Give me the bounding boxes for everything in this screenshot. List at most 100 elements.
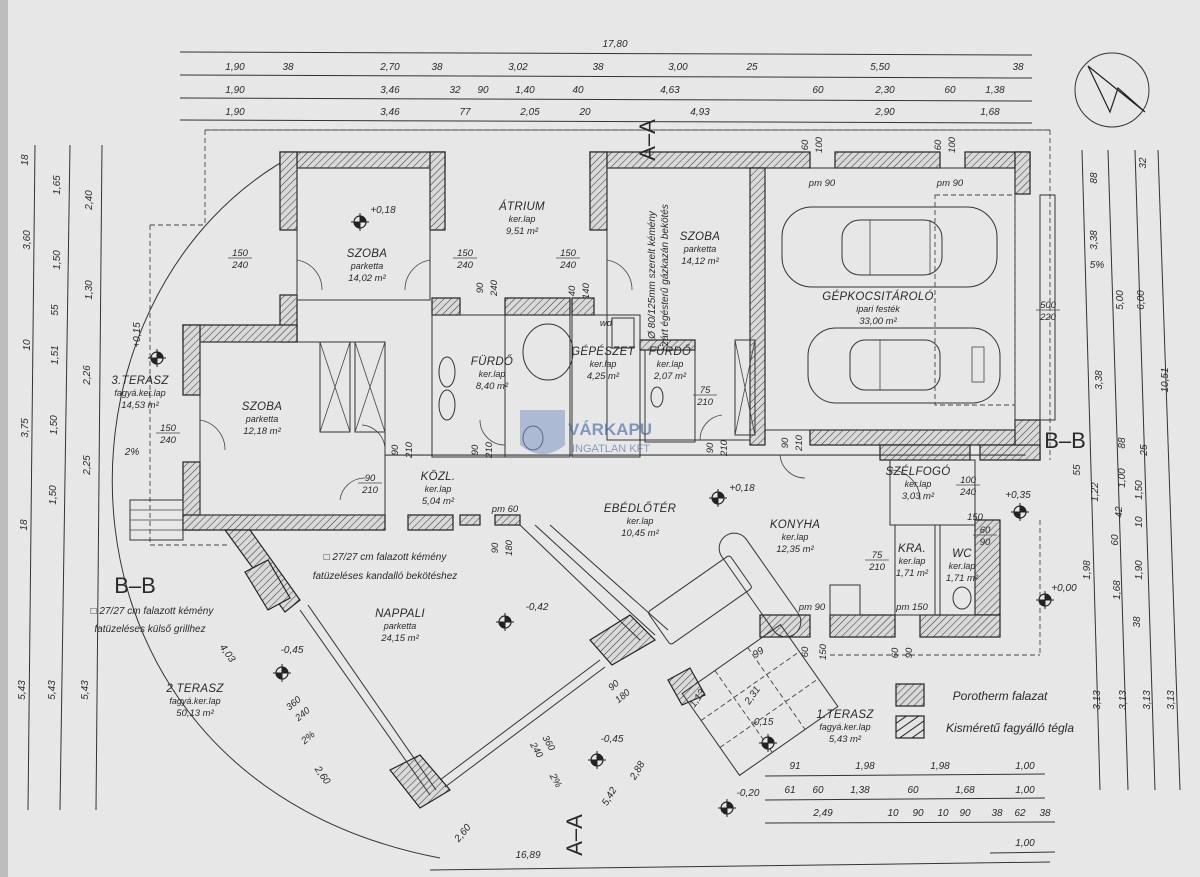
door-size-height: 240 xyxy=(231,260,249,271)
dimension-label: 1,90 xyxy=(225,62,245,73)
level-marker-icon xyxy=(1011,503,1029,521)
dimension-label: 3,02 xyxy=(508,62,528,73)
room-name: SZOBA xyxy=(242,401,283,413)
dimension-label: 1,51 xyxy=(50,345,61,364)
logo-subtitle: INGATLAN KFT xyxy=(572,443,650,455)
dimension-label: 60 xyxy=(1110,534,1121,546)
dimension-label: 6,00 xyxy=(1136,290,1147,310)
room-area: 5,43 m² xyxy=(829,734,862,745)
door-size-height: 180 xyxy=(504,539,515,556)
door-size-width: 150 xyxy=(232,248,249,259)
watermark-logo: VÁRKAPU INGATLAN KFT xyxy=(520,410,652,455)
room-area: 24,15 m² xyxy=(380,633,419,644)
room-floor: parketta xyxy=(683,244,717,254)
dimension-label: 2,31 xyxy=(742,684,763,707)
door-size-height: 100 xyxy=(814,136,825,153)
room-area: 4,25 m² xyxy=(587,371,620,382)
dimension-label: 5,43 xyxy=(80,680,91,700)
dimension-label: 60 xyxy=(812,785,824,796)
dimension-label: 3,46 xyxy=(380,107,400,118)
slope-label: 2% xyxy=(299,729,318,747)
room-floor: fagyá.ker.lap xyxy=(169,696,220,706)
door-size-width: 40 xyxy=(567,285,578,296)
door-size-height: 240 xyxy=(559,260,577,271)
dimension-label: 1,40 xyxy=(515,85,535,96)
dimension-lines xyxy=(27,51,1181,871)
room-floor: fagyá.ker.lap xyxy=(114,388,165,398)
door-size-width: 90 xyxy=(780,437,791,448)
room-area: 10,45 m² xyxy=(621,528,659,539)
room-name: SZÉLFOGÓ xyxy=(885,465,950,478)
bathtub-icon xyxy=(522,323,574,381)
legend-swatch-brick xyxy=(895,715,925,739)
door-size-width: 60 xyxy=(800,139,811,150)
room-area: 9,51 m² xyxy=(506,226,539,237)
boiler-icon xyxy=(611,317,635,349)
dimension-label: 1,50 xyxy=(52,250,63,270)
legend-label: Porotherm falazat xyxy=(953,689,1048,703)
door-size-height: 210 xyxy=(361,485,379,496)
dimension-label: 1,50 xyxy=(1134,480,1145,500)
opening-label: 150 xyxy=(818,643,829,660)
flue-note: Ø 80/125mm szerelt kémény xyxy=(647,210,658,340)
door-size-height: 90 xyxy=(980,537,991,548)
section-marker: B–B xyxy=(114,573,156,598)
dimension-label: 2,88 xyxy=(628,759,648,783)
door-size-height: 210 xyxy=(868,562,886,573)
room-area: 14,12 m² xyxy=(681,256,719,267)
room-floor: ker.lap xyxy=(782,532,809,542)
room-area: 1,71 m² xyxy=(896,568,929,579)
door-size-height: 240 xyxy=(456,260,474,271)
door-size-width: 60 xyxy=(980,525,991,536)
partitions xyxy=(129,167,1056,796)
dimension-label: 10 xyxy=(1134,516,1145,528)
dimension-label: 10,51 xyxy=(1160,367,1171,392)
dimension-label: 32 xyxy=(449,85,461,96)
dimension-label: 55 xyxy=(1072,464,1083,476)
room-name: FÜRDŐ xyxy=(649,344,691,358)
door-size-width: 500 xyxy=(1040,300,1057,311)
terrace-1-grid xyxy=(681,623,839,777)
logo-shield-icon xyxy=(520,410,565,454)
room-name: 3.TERASZ xyxy=(111,375,169,387)
room-floor: ker.lap xyxy=(590,359,617,369)
opening-label: 60 xyxy=(800,646,811,657)
dimension-label: 3,13 xyxy=(1092,690,1103,710)
opening-label: pm 90 xyxy=(808,178,836,189)
level-marker-icon xyxy=(759,734,777,752)
dimension-label: 25 xyxy=(1139,444,1150,457)
dimension-label: 38 xyxy=(1012,62,1024,73)
room-name: SZOBA xyxy=(347,248,388,260)
room-name: WC xyxy=(952,548,972,560)
dimension-label: 3,60 xyxy=(22,230,33,250)
dimension-label: 1,90 xyxy=(225,85,245,96)
dimension-label: 2,40 xyxy=(84,190,95,211)
room-floor: ker.lap xyxy=(479,369,506,379)
door-size-width: 60 xyxy=(933,139,944,150)
dimension-label: 5,42 xyxy=(600,785,619,808)
car-icon xyxy=(807,327,1001,404)
level-marker-icon xyxy=(718,799,736,817)
room-name: FÜRDŐ xyxy=(471,354,513,368)
door-size-width: 150 xyxy=(560,248,577,259)
dimension-label: 1,98 xyxy=(855,761,875,772)
dimension-label: 2,49 xyxy=(812,808,833,819)
room-name: NAPPALI xyxy=(375,608,425,620)
opening-label: pm 90 xyxy=(798,602,826,613)
dimension-label: 38 xyxy=(1039,808,1051,819)
dimension-label: 2,25 xyxy=(82,455,93,476)
dimension-label: 10 xyxy=(22,339,33,351)
door-size-width: 90 xyxy=(470,444,481,455)
door-size-width: 75 xyxy=(872,550,883,561)
door-size-height: 240 xyxy=(489,279,500,297)
walls xyxy=(182,151,1041,809)
dimension-label: 2,90 xyxy=(874,107,895,118)
level-label: +0,15 xyxy=(132,322,143,348)
terrace-arc xyxy=(111,151,441,859)
level-marker-icon xyxy=(351,213,369,231)
dimension-label: 1,98 xyxy=(930,761,950,772)
room-area: 5,04 m² xyxy=(422,496,455,507)
room-name: KÖZL. xyxy=(421,471,456,483)
room-floor: ker.lap xyxy=(949,561,976,571)
room-name: KONYHA xyxy=(770,519,820,531)
